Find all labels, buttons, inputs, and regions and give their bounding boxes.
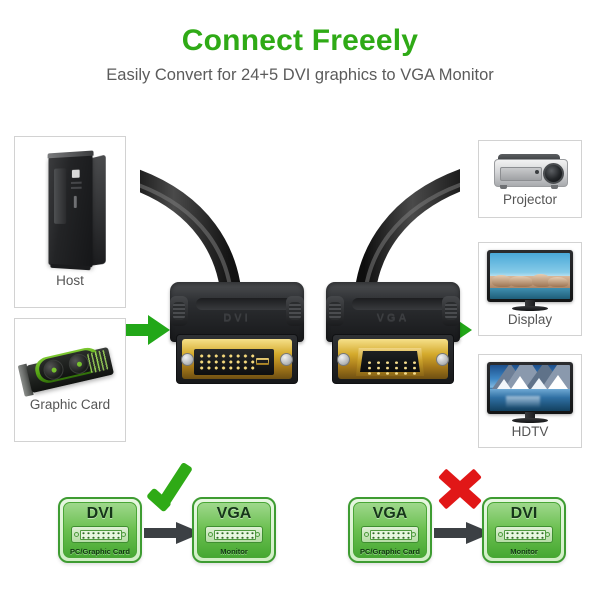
- dvi-port-icon: [71, 526, 129, 544]
- vga-port-icon-2: [361, 526, 419, 544]
- compat-supported-target-caption: Monitor: [220, 546, 248, 556]
- device-label-display: Display: [507, 312, 553, 328]
- compat-unsupported-target-title: DVI: [510, 505, 538, 522]
- compat-supported-source-badge: DVI PC/Graphic Card: [58, 497, 142, 563]
- device-panel-host: Host: [14, 136, 126, 308]
- dvi-port-icon-2: [495, 526, 553, 544]
- device-panel-graphic-card: Graphic Card: [14, 318, 126, 442]
- dvi-connector-label: DVI: [223, 312, 251, 324]
- device-panel-display: Display: [478, 242, 582, 336]
- page-title: Connect Freeely: [181, 24, 419, 57]
- graphics-card-icon: [17, 344, 115, 398]
- projector-icon: [492, 151, 568, 193]
- device-label-host: Host: [56, 272, 84, 288]
- dvi-connector: DVI: [162, 282, 312, 386]
- dvi-pin-block: [194, 349, 274, 375]
- vga-port-icon: [205, 526, 263, 544]
- vga-connector-label: VGA: [376, 312, 410, 324]
- page-subtitle: Easily Convert for 24+5 DVI graphics to …: [106, 66, 494, 84]
- desktop-tower-icon: [47, 150, 106, 274]
- monitor-icon: [487, 250, 573, 313]
- compat-supported-target-badge: VGA Monitor: [192, 497, 276, 563]
- compat-unsupported-target-caption: Monitor: [510, 546, 538, 556]
- device-label-hdtv: HDTV: [511, 424, 549, 440]
- compat-supported-target-title: VGA: [216, 505, 252, 522]
- device-label-projector: Projector: [502, 191, 558, 207]
- compat-unsupported-target-badge: DVI Monitor: [482, 497, 566, 563]
- compat-unsupported-source-title: VGA: [372, 505, 408, 522]
- red-cross-icon: [432, 464, 486, 514]
- green-arrow-right-icon-left: [126, 315, 170, 345]
- compat-supported-source-caption: PC/Graphic Card: [69, 546, 130, 556]
- compat-unsupported-source-caption: PC/Graphic Card: [359, 546, 420, 556]
- device-panel-projector: Projector: [478, 140, 582, 218]
- device-panel-hdtv: HDTV: [478, 354, 582, 448]
- vga-connector: VGA: [318, 282, 468, 386]
- compat-unsupported-source-badge: VGA PC/Graphic Card: [348, 497, 432, 563]
- vga-pin-block: [356, 348, 424, 376]
- compat-supported-source-title: DVI: [86, 505, 114, 522]
- device-label-graphic-card: Graphic Card: [29, 396, 111, 412]
- hdtv-icon: [487, 362, 573, 425]
